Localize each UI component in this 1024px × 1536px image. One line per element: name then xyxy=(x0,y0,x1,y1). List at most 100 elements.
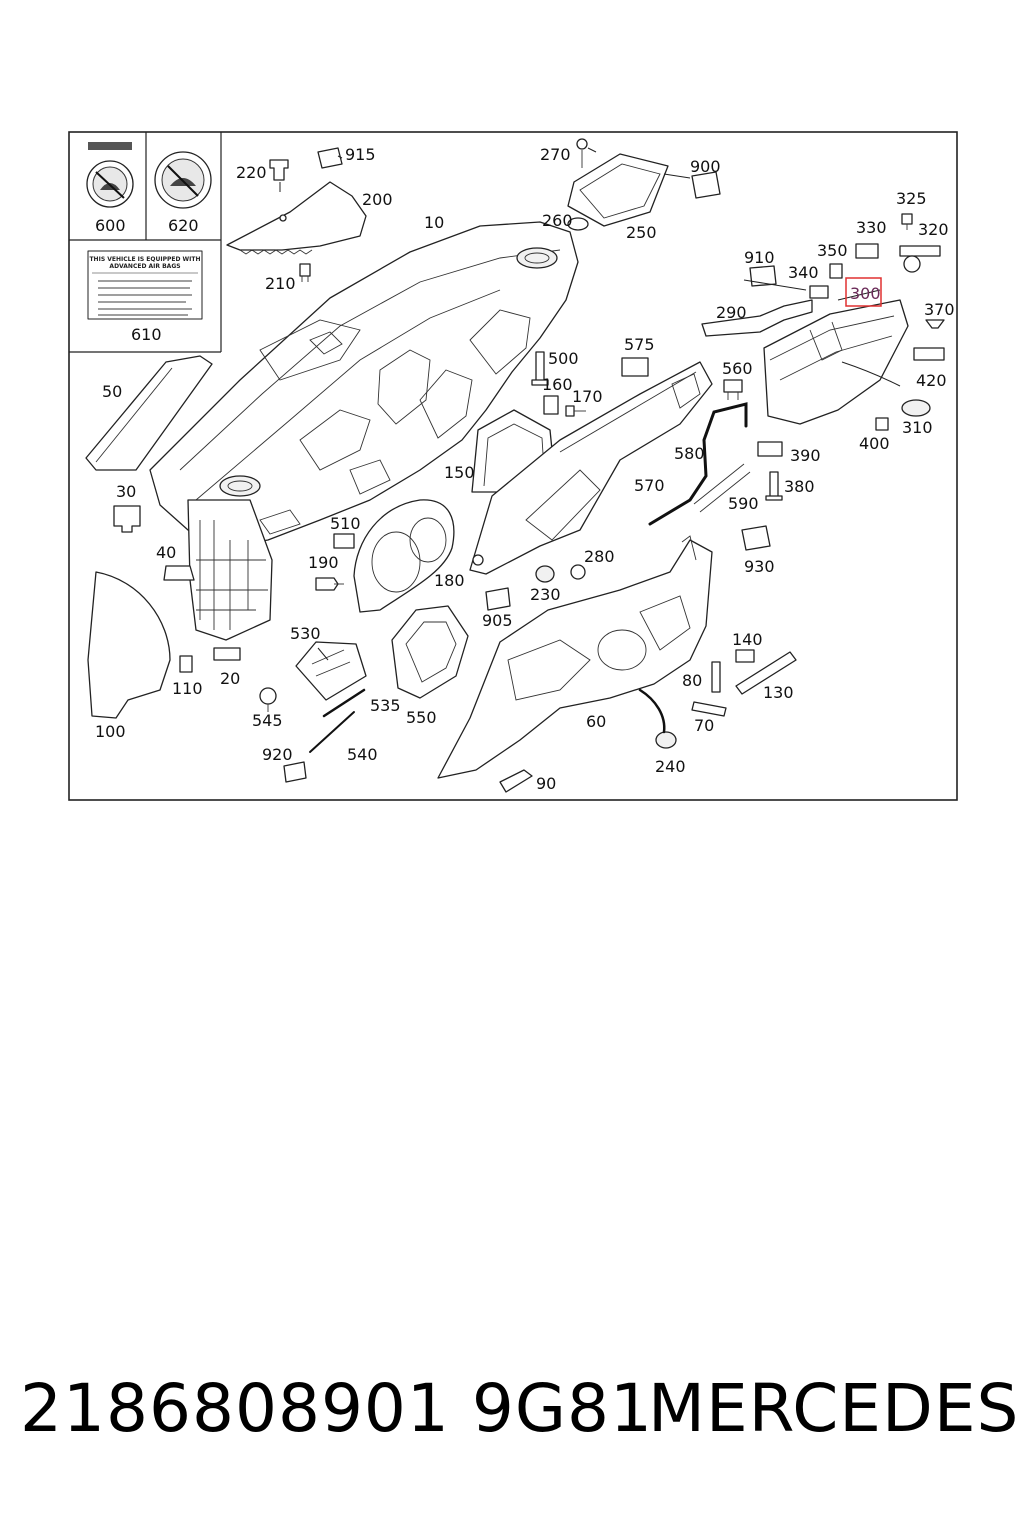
label-580: 580 xyxy=(674,444,705,463)
part-230-gasket xyxy=(535,565,555,583)
label-905: 905 xyxy=(482,611,513,630)
part-540-strip xyxy=(309,711,355,753)
label-900: 900 xyxy=(690,157,721,176)
part-290-trim xyxy=(701,299,813,337)
label-560: 560 xyxy=(722,359,753,378)
part-390-clip xyxy=(757,441,783,457)
label-340: 340 xyxy=(788,263,819,282)
label-200: 200 xyxy=(362,190,393,209)
part-80-bolt xyxy=(711,661,721,693)
part-70-bolt xyxy=(691,701,727,717)
part-915-tape xyxy=(317,147,343,169)
label-90: 90 xyxy=(536,774,556,793)
part-50-trim xyxy=(85,355,213,471)
part-270-screw xyxy=(576,138,588,168)
label-550: 550 xyxy=(406,708,437,727)
label-160: 160 xyxy=(542,375,573,394)
label-370: 370 xyxy=(924,300,955,319)
part-170-screw xyxy=(565,405,586,417)
part-100-side-panel xyxy=(87,571,171,719)
label-210: 210 xyxy=(265,274,296,293)
part-500-bolt xyxy=(531,351,549,386)
label-30: 30 xyxy=(116,482,136,501)
label-350: 350 xyxy=(817,241,848,260)
label-390: 390 xyxy=(790,446,821,465)
part-180-bezel xyxy=(353,499,455,613)
part-130-strip xyxy=(735,651,797,695)
label-100: 100 xyxy=(95,722,126,741)
label-910: 910 xyxy=(744,248,775,267)
part-545-screw xyxy=(259,687,277,712)
part-920-tape xyxy=(283,761,307,783)
label-280: 280 xyxy=(584,547,615,566)
part-140-clip xyxy=(735,649,755,663)
sticker-620 xyxy=(154,151,212,209)
label-270: 270 xyxy=(540,145,571,164)
airbag-label-heading: THIS VEHICLE IS EQUIPPED WITH xyxy=(89,256,200,263)
part-550-frame xyxy=(391,605,469,699)
part-250-airbag-module xyxy=(567,153,669,227)
part-240-ring xyxy=(638,688,677,749)
label-930: 930 xyxy=(744,557,775,576)
label-70: 70 xyxy=(694,716,714,735)
part-60-lower-console xyxy=(437,535,713,779)
label-80: 80 xyxy=(682,671,702,690)
part-300-glovebox xyxy=(763,299,909,425)
part-380-screw xyxy=(765,471,783,501)
part-320-latch xyxy=(899,245,941,273)
label-50: 50 xyxy=(102,382,122,401)
label-330: 330 xyxy=(856,218,887,237)
part-325-screw xyxy=(901,213,913,230)
highlight-box-300 xyxy=(845,277,882,307)
sticker-panel: THIS VEHICLE IS EQUIPPED WITH ADVANCED A… xyxy=(69,132,222,353)
part-number: 2186808901 9G81 xyxy=(20,1370,654,1447)
part-330-lock xyxy=(855,243,879,259)
part-310-catch xyxy=(901,399,931,417)
label-130: 130 xyxy=(763,683,794,702)
part-510-clip xyxy=(333,533,355,549)
part-570-trim-panel xyxy=(469,361,713,575)
part-580-seal xyxy=(648,402,748,526)
parts-diagram: THIS VEHICLE IS EQUIPPED WITH ADVANCED A… xyxy=(68,131,958,801)
label-260: 260 xyxy=(542,211,573,230)
label-300: 300 xyxy=(850,284,881,303)
brand-name: MERCEDES xyxy=(648,1370,1020,1447)
label-620: 620 xyxy=(168,216,199,235)
part-30-clip xyxy=(113,505,141,533)
part-905-tape xyxy=(485,587,511,611)
label-10: 10 xyxy=(424,213,444,232)
part-110-clip xyxy=(179,655,193,673)
label-320: 320 xyxy=(918,220,949,239)
label-570: 570 xyxy=(634,476,665,495)
label-150: 150 xyxy=(444,463,475,482)
label-20: 20 xyxy=(220,669,240,688)
part-420-clip xyxy=(913,347,945,361)
label-400: 400 xyxy=(859,434,890,453)
label-590: 590 xyxy=(728,494,759,513)
label-920: 920 xyxy=(262,745,293,764)
label-500: 500 xyxy=(548,349,579,368)
label-190: 190 xyxy=(308,553,339,572)
part-340-switch xyxy=(809,285,829,299)
part-200-cover xyxy=(226,181,367,255)
label-290: 290 xyxy=(716,303,747,322)
part-210-clip xyxy=(299,263,311,282)
part-190-screw xyxy=(315,577,344,591)
label-915: 915 xyxy=(345,145,376,164)
part-280-clip xyxy=(570,564,586,580)
label-325: 325 xyxy=(896,189,927,208)
part-160-clip xyxy=(543,395,559,415)
label-535: 535 xyxy=(370,696,401,715)
label-240: 240 xyxy=(655,757,686,776)
part-575-clip xyxy=(621,357,649,377)
part-900-tape xyxy=(691,171,721,199)
label-420: 420 xyxy=(916,371,947,390)
part-labels: 10 20 30 40 50 60 70 80 90 100 110 130 1… xyxy=(95,145,955,793)
diagram-frame xyxy=(68,131,958,801)
label-610: 610 xyxy=(131,325,162,344)
label-540: 540 xyxy=(347,745,378,764)
part-90-trim xyxy=(499,769,533,793)
label-140: 140 xyxy=(732,630,763,649)
part-910-tape xyxy=(749,265,777,287)
part-20-clip xyxy=(213,647,241,661)
